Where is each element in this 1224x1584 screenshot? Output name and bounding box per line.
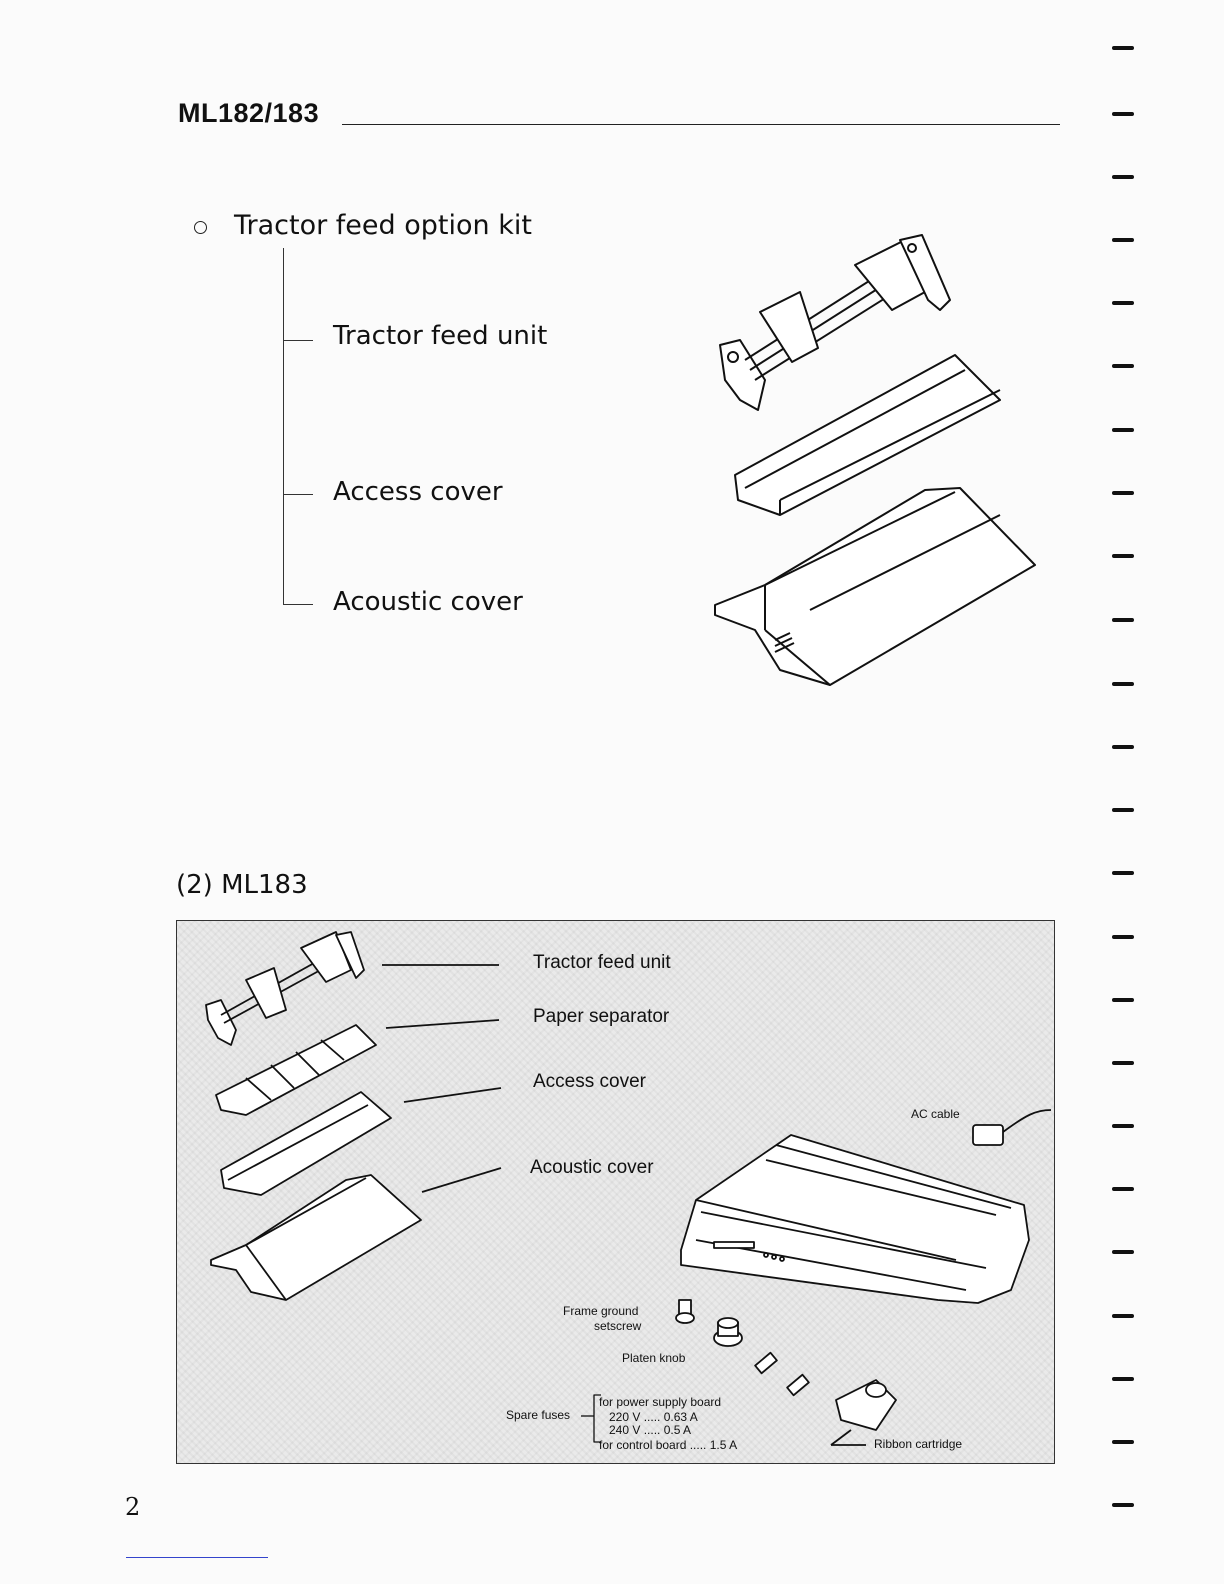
spare-fuse-drawings bbox=[754, 1351, 810, 1397]
label-spare-fuses: Spare fuses bbox=[506, 1408, 571, 1422]
access-cover-small-drawing bbox=[220, 1091, 392, 1196]
edge-mark bbox=[1112, 175, 1134, 179]
section-title: (2) ML183 bbox=[176, 870, 308, 900]
frame-ground-setscrew-drawing bbox=[675, 1299, 695, 1324]
label-fuse-220v: 220 V ..... 0.63 A bbox=[609, 1410, 698, 1424]
edge-mark bbox=[1112, 1377, 1134, 1381]
edge-mark bbox=[1112, 1250, 1134, 1254]
edge-mark bbox=[1112, 491, 1134, 495]
edge-mark bbox=[1112, 682, 1134, 686]
edge-mark bbox=[1112, 1124, 1134, 1128]
access-cover-drawing bbox=[734, 354, 1001, 516]
tractor-feed-unit-drawing bbox=[719, 234, 951, 411]
kit-illustration bbox=[714, 234, 1036, 686]
edge-mark bbox=[1112, 1061, 1134, 1065]
edge-mark bbox=[1112, 1187, 1134, 1191]
page-number: 2 bbox=[125, 1493, 141, 1521]
kit-item-access-cover: Access cover bbox=[333, 477, 503, 507]
tree-branch-3 bbox=[283, 604, 313, 605]
edge-mark bbox=[1112, 1503, 1134, 1507]
tree-branch-1 bbox=[283, 340, 313, 341]
edge-mark bbox=[1112, 1314, 1134, 1318]
label-tractor-feed-unit: Tractor feed unit bbox=[533, 952, 671, 973]
label-setscrew: setscrew bbox=[594, 1319, 642, 1333]
edge-mark bbox=[1112, 112, 1134, 116]
edge-mark bbox=[1112, 46, 1134, 50]
tree-branch-2 bbox=[283, 494, 313, 495]
label-acoustic-cover: Acoustic cover bbox=[530, 1157, 654, 1178]
paper-separator-drawing bbox=[215, 1024, 377, 1116]
label-platen-knob: Platen knob bbox=[622, 1351, 686, 1365]
label-access-cover: Access cover bbox=[533, 1071, 646, 1092]
edge-mark bbox=[1112, 871, 1134, 875]
footer-rule bbox=[126, 1557, 268, 1558]
edge-mark bbox=[1112, 618, 1134, 622]
panel-illustration bbox=[205, 931, 1052, 1446]
edge-mark bbox=[1112, 808, 1134, 812]
acoustic-cover-drawing bbox=[714, 487, 1036, 686]
tractor-feed-unit-small-drawing bbox=[205, 931, 365, 1046]
bullet-circle-icon bbox=[194, 221, 207, 234]
label-paper-separator: Paper separator bbox=[533, 1006, 670, 1027]
label-fuse-240v: 240 V ..... 0.5 A bbox=[609, 1423, 692, 1437]
edge-mark bbox=[1112, 745, 1134, 749]
kit-item-acoustic-cover: Acoustic cover bbox=[333, 587, 523, 617]
kit-title: Tractor feed option kit bbox=[234, 210, 532, 241]
ac-cable-drawing bbox=[972, 1109, 1052, 1146]
edge-mark bbox=[1112, 935, 1134, 939]
edge-mark bbox=[1112, 554, 1134, 558]
kit-item-tractor-feed-unit: Tractor feed unit bbox=[333, 321, 548, 351]
header-rule bbox=[342, 124, 1060, 125]
edge-mark bbox=[1112, 428, 1134, 432]
edge-mark bbox=[1112, 998, 1134, 1002]
label-ac-cable: AC cable bbox=[911, 1107, 960, 1121]
acoustic-cover-small-drawing bbox=[210, 1174, 422, 1301]
page-header-title: ML182/183 bbox=[178, 98, 320, 128]
label-fuse-control-board: for control board ..... 1.5 A bbox=[599, 1438, 738, 1452]
edge-mark bbox=[1112, 301, 1134, 305]
label-ribbon-cartridge: Ribbon cartridge bbox=[874, 1437, 963, 1451]
label-frame-ground: Frame ground bbox=[563, 1304, 639, 1318]
edge-mark bbox=[1112, 1440, 1134, 1444]
edge-mark bbox=[1112, 364, 1134, 368]
ribbon-cartridge-drawing bbox=[835, 1379, 897, 1431]
platen-knob-drawing bbox=[713, 1317, 743, 1347]
printer-drawing bbox=[680, 1134, 1030, 1304]
tree-trunk bbox=[283, 248, 284, 605]
edge-mark bbox=[1112, 238, 1134, 242]
label-fuse-power-supply: for power supply board bbox=[599, 1395, 722, 1409]
